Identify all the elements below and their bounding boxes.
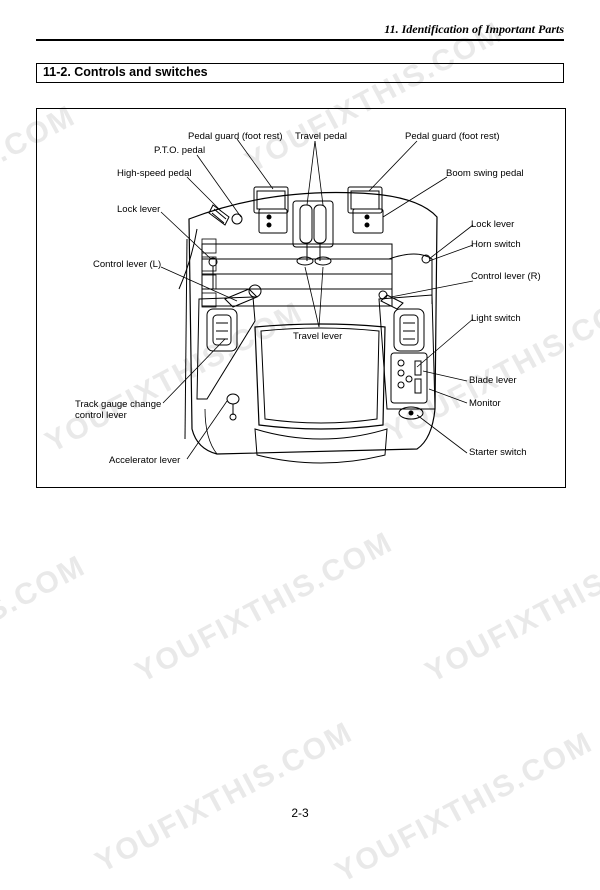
label-lock-lever-left: Lock lever: [117, 204, 160, 215]
label-control-lever-r: Control lever (R): [471, 271, 541, 282]
label-control-lever-l: Control lever (L): [93, 259, 161, 270]
cab-floor-illustration: Pedal guard (foot rest) Travel pedal Ped…: [75, 131, 541, 466]
label-starter-switch: Starter switch: [469, 447, 527, 458]
watermark: YOUFIXTHIS: [420, 566, 600, 690]
chapter-title: 11. Identification of Important Parts: [384, 22, 564, 36]
controls-figure: Pedal guard (foot rest) Travel pedal Ped…: [36, 108, 566, 488]
label-pedal-guard-left: Pedal guard (foot rest): [188, 131, 283, 142]
label-travel-pedal: Travel pedal: [295, 131, 347, 142]
label-light-switch: Light switch: [471, 313, 521, 324]
label-lock-lever-right: Lock lever: [471, 219, 514, 230]
section-title: 11-2. Controls and switches: [43, 65, 208, 79]
label-blade-lever: Blade lever: [469, 375, 517, 386]
watermark: YOUFIXTHIS.COM: [90, 715, 359, 880]
section-title-box: 11-2. Controls and switches: [36, 63, 564, 83]
label-pedal-guard-right: Pedal guard (foot rest): [405, 131, 500, 142]
label-accelerator-lever: Accelerator lever: [109, 455, 180, 466]
label-track-gauge-line2: control lever: [75, 410, 127, 421]
watermark: YOUFIXTHIS.COM: [130, 525, 399, 690]
page-number: 2-3: [291, 806, 309, 820]
label-travel-lever: Travel lever: [293, 331, 342, 342]
header-rule: [36, 39, 564, 41]
label-high-speed-pedal: High-speed pedal: [117, 168, 191, 179]
label-boom-swing-pedal: Boom swing pedal: [446, 168, 524, 179]
label-monitor: Monitor: [469, 398, 501, 409]
watermark: S.COM: [0, 549, 92, 630]
label-horn-switch: Horn switch: [471, 239, 521, 250]
label-track-gauge-line1: Track gauge change: [75, 399, 161, 410]
label-pto-pedal: P.T.O. pedal: [154, 145, 205, 156]
